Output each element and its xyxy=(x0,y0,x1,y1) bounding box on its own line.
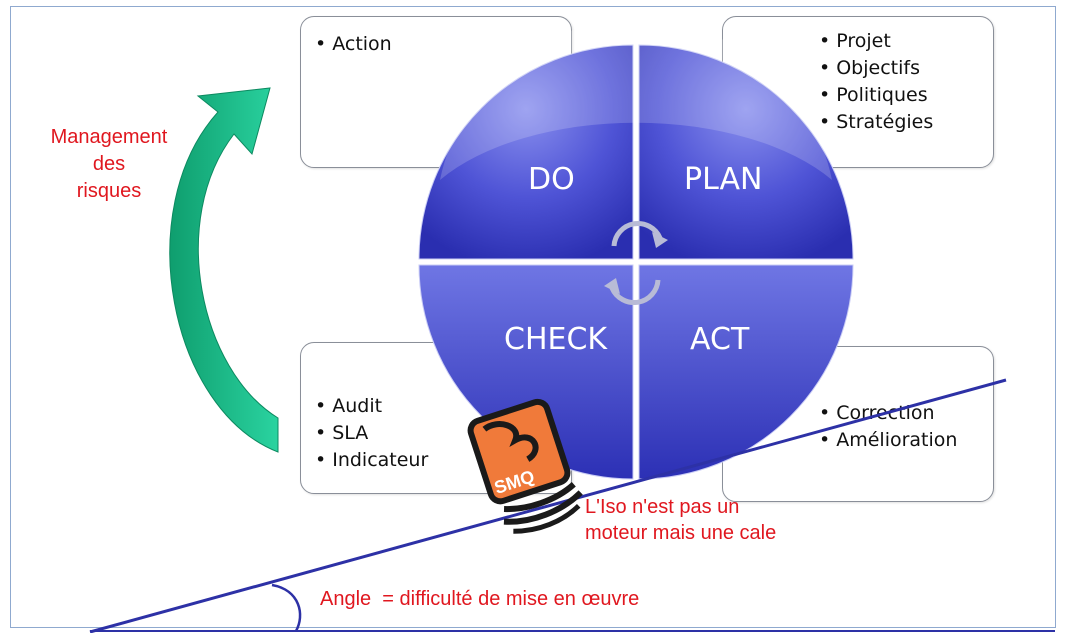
plan-list: Projet Objectifs Politiques Stratégies xyxy=(819,28,933,136)
smq-wedge-icon xyxy=(467,398,583,534)
do-list: Action xyxy=(315,31,392,58)
plan-label: PLAN xyxy=(684,162,763,197)
angle-note: Angle = difficulté de mise en œuvre xyxy=(320,588,640,610)
risk-management-line: Management xyxy=(50,126,168,148)
act-item: Amélioration xyxy=(819,427,957,454)
plan-item: Objectifs xyxy=(819,55,933,82)
risk-management-line: risques xyxy=(76,180,142,202)
check-label: CHECK xyxy=(504,322,608,357)
check-item: Audit xyxy=(315,393,428,420)
plan-quadrant xyxy=(638,44,854,260)
check-item: SLA xyxy=(315,420,428,447)
cycle-arrowhead-icon xyxy=(652,232,668,248)
cycle-arrowhead-icon xyxy=(604,278,620,294)
do-label: DO xyxy=(528,162,575,197)
risk-management-label: Management des risques xyxy=(20,124,198,205)
iso-note-line: L'Iso n'est pas un xyxy=(585,496,740,518)
plan-item: Stratégies xyxy=(819,109,933,136)
cycle-arrows-icon xyxy=(609,220,663,306)
act-label: ACT xyxy=(690,322,750,357)
do-item: Action xyxy=(315,31,392,58)
plan-item: Projet xyxy=(819,28,933,55)
iso-note: L'Iso n'est pas un moteur mais une cale xyxy=(585,494,776,546)
risk-cycle-arrow xyxy=(169,87,279,453)
check-item: Indicateur xyxy=(315,447,428,474)
angle-arc xyxy=(271,583,302,632)
risk-management-line: des xyxy=(92,153,126,175)
incline-line xyxy=(89,378,1007,633)
check-list: Audit SLA Indicateur xyxy=(315,393,428,474)
act-quadrant xyxy=(638,264,854,480)
check-quadrant xyxy=(418,264,634,480)
iso-note-line: moteur mais une cale xyxy=(585,522,777,544)
circle-highlight xyxy=(440,19,832,180)
do-quadrant xyxy=(418,44,634,260)
plan-item: Politiques xyxy=(819,82,933,109)
